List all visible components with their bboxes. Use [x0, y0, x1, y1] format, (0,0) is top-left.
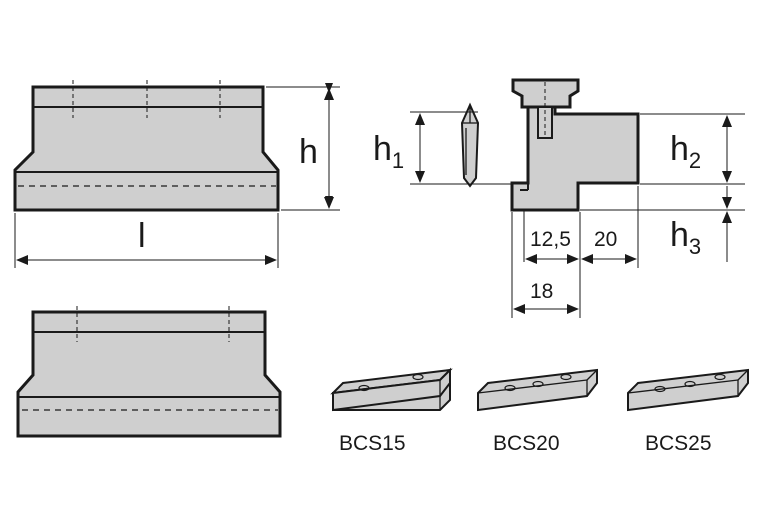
dimension-h: h — [266, 83, 340, 211]
part-label: BCS20 — [493, 432, 560, 455]
label-h3: h3 — [670, 216, 701, 259]
label-h: h — [299, 133, 318, 171]
label-h1: h1 — [373, 130, 404, 173]
clamp-side-view — [510, 78, 640, 212]
dimension-h2: h2 — [640, 113, 745, 185]
holder-front-view-bottom — [16, 306, 282, 438]
dimension-width: 12,5 20 18 — [511, 186, 639, 318]
clamp-plate-bcs15: BCS15 — [330, 367, 453, 455]
label-12-5: 12,5 — [530, 228, 571, 251]
clamp-plate-bcs25: BCS25 — [627, 368, 749, 455]
label-18: 18 — [530, 280, 553, 303]
part-label: BCS25 — [645, 432, 712, 455]
label-h2: h2 — [670, 130, 701, 173]
dimension-h3: h3 — [580, 186, 745, 262]
part-label: BCS15 — [339, 432, 406, 455]
label-l: l — [138, 217, 146, 255]
dimension-l: l — [14, 213, 279, 268]
cutting-insert — [460, 102, 480, 188]
clamp-plate-bcs20: BCS20 — [477, 368, 598, 455]
holder-front-view-top — [13, 80, 280, 212]
dimension-h1: h1 — [373, 111, 512, 185]
label-20: 20 — [594, 228, 617, 251]
